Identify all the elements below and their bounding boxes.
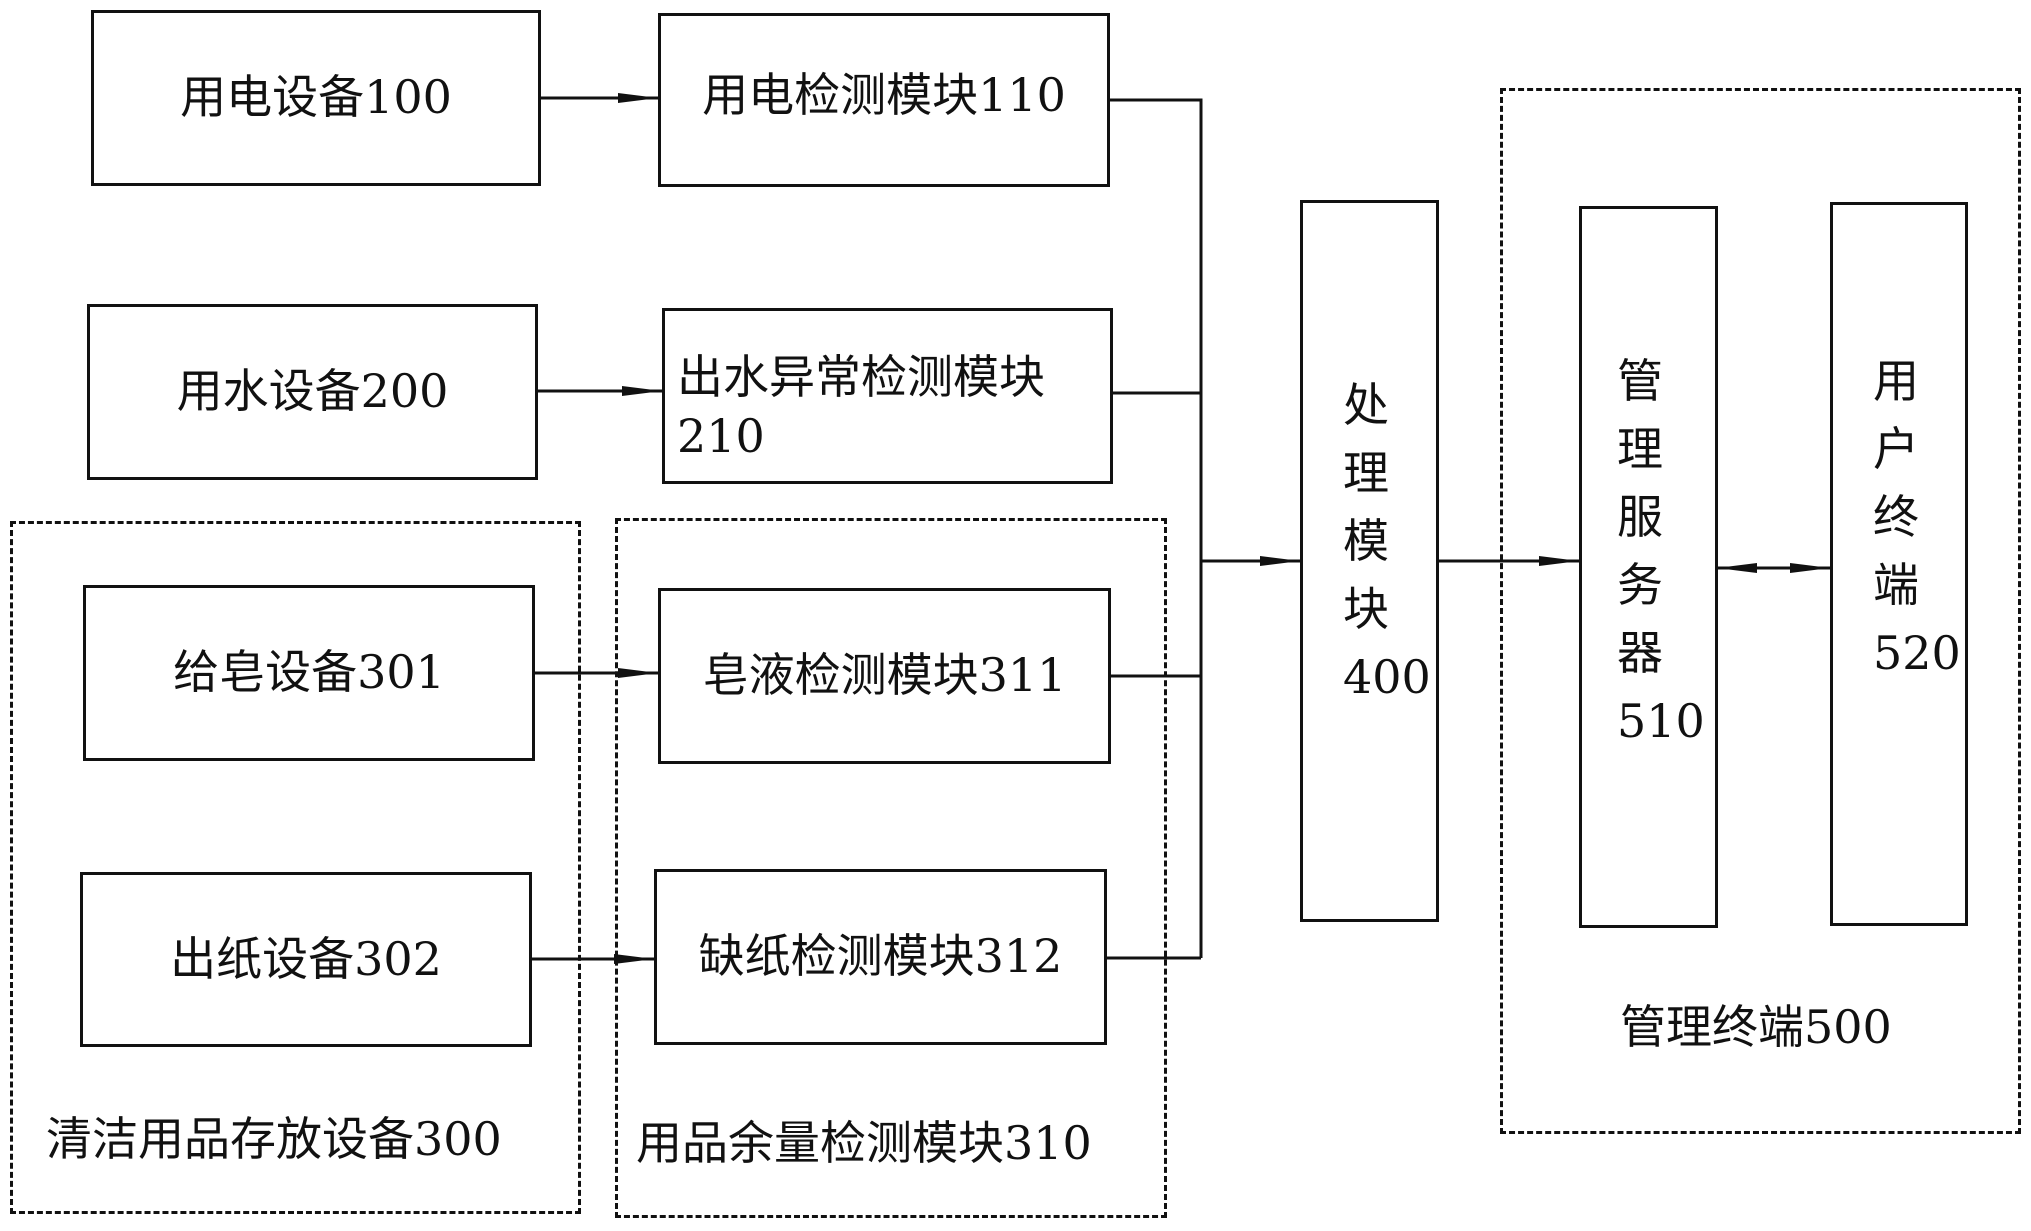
node-label: 管 理 服 务 器 510 <box>1617 354 1705 748</box>
node-label: 出纸设备302 <box>170 931 442 986</box>
group-cleaning-storage-300 <box>10 521 581 1214</box>
node-water-anomaly-detect-210: 出水异常检测模块 210 <box>662 308 1113 484</box>
node-label: 用水设备200 <box>176 364 449 419</box>
node-paper-device-302: 出纸设备302 <box>80 872 532 1047</box>
node-label: 用电检测模块110 <box>702 68 1066 122</box>
node-power-detect-110: 用电检测模块110 <box>658 13 1110 187</box>
node-paper-detect-312: 缺纸检测模块312 <box>654 869 1107 1045</box>
node-label-line1: 出水异常检测模块 <box>677 350 1045 404</box>
node-label: 皂液检测模块311 <box>702 648 1067 703</box>
node-label: 处 理 模 块 400 <box>1343 378 1431 704</box>
node-soap-detect-311: 皂液检测模块311 <box>658 588 1111 764</box>
node-user-terminal-520: 用 户 终 端 520 <box>1830 202 1968 926</box>
node-label: 用电设备100 <box>180 70 452 125</box>
node-label: 缺纸检测模块312 <box>698 929 1063 984</box>
node-label-line2: 210 <box>677 409 765 463</box>
group-supply-level-310 <box>615 518 1167 1218</box>
group-cleaning-storage-label: 清洁用品存放设备300 <box>46 1112 502 1166</box>
node-label: 给皂设备301 <box>173 645 445 700</box>
edge-110-bus <box>1109 98 1203 958</box>
group-management-terminal-500 <box>1500 88 2021 1134</box>
group-supply-level-label: 用品余量检测模块310 <box>636 1116 1092 1170</box>
node-processing-module-400: 处 理 模 块 400 <box>1300 200 1439 922</box>
node-power-device-100: 用电设备100 <box>91 10 541 186</box>
node-label: 用 户 终 端 520 <box>1873 354 1961 680</box>
node-water-device-200: 用水设备200 <box>87 304 538 480</box>
node-soap-device-301: 给皂设备301 <box>83 585 535 761</box>
node-management-server-510: 管 理 服 务 器 510 <box>1579 206 1718 928</box>
group-management-terminal-label: 管理终端500 <box>1620 1000 1892 1054</box>
